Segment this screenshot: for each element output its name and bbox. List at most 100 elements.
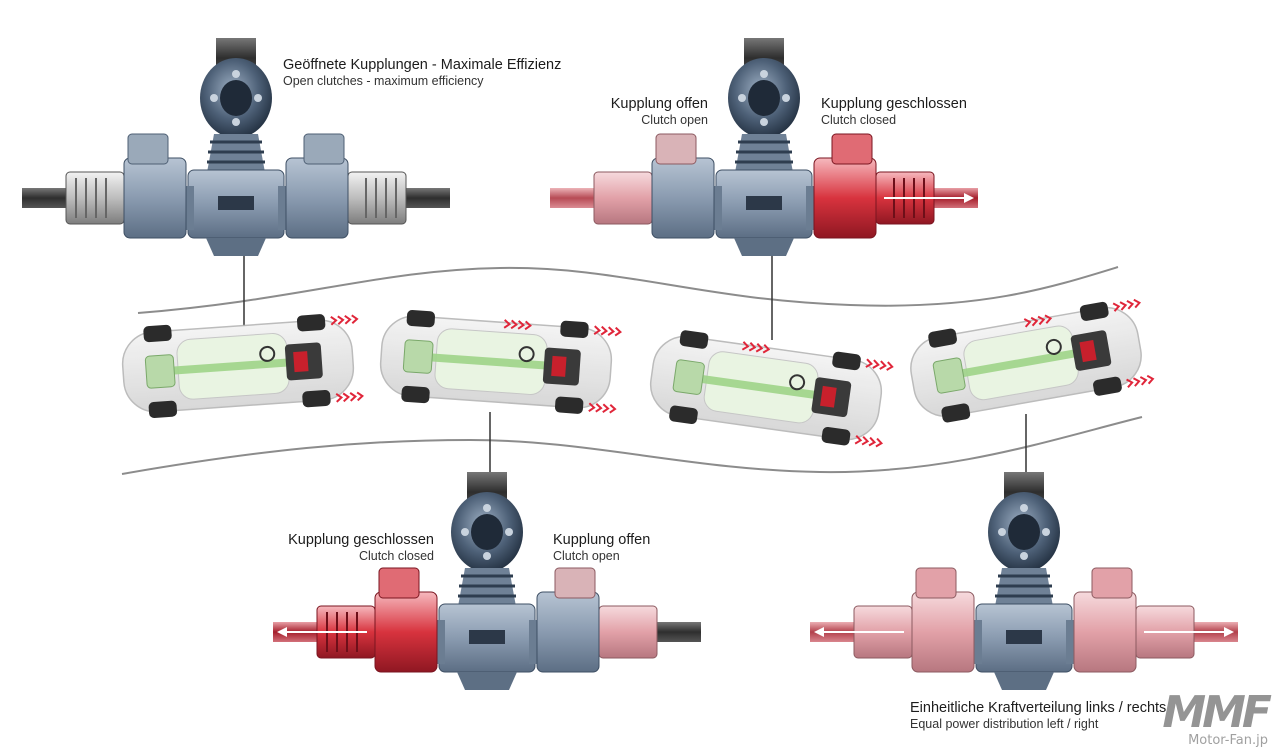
torque-chevron [1126, 378, 1134, 388]
torque-chevron [609, 403, 617, 414]
car-steering-wheel [518, 346, 535, 363]
torque-chevron [872, 359, 880, 369]
torque-chevron [517, 320, 525, 330]
label-bm-clutch-closed-en: Clutch closed [358, 548, 434, 563]
car-driveshaft [415, 352, 567, 371]
car-2 [379, 310, 622, 414]
torque-chevron [1139, 376, 1148, 386]
watermark: MMF Motor-Fan.jp [1162, 687, 1272, 749]
car-1 [121, 314, 364, 418]
label-tr-clutch-open-en: Clutch open [641, 112, 708, 127]
right-clutch-open [536, 567, 658, 673]
torque-chevron [588, 402, 596, 413]
car-driveshaft [686, 372, 836, 402]
car-wheel [148, 400, 178, 418]
label-tr-clutch-open: Kupplung offen Clutch open [611, 96, 708, 127]
car-wheel [928, 328, 957, 348]
label-bm-clutch-open-en: Clutch open [553, 548, 620, 563]
torque-chevron [607, 326, 616, 336]
torque-chevron [868, 436, 877, 447]
torque-chevron [503, 319, 512, 329]
torque-chevron [1030, 316, 1039, 327]
label-bm-clutch-closed-de: Kupplung geschlossen [288, 532, 434, 548]
torque-chevron [510, 319, 518, 330]
torque-chevron [335, 393, 344, 403]
torque-chevron [1037, 315, 1046, 326]
watermark-logo: MMF [1162, 687, 1272, 738]
torque-chevron [342, 392, 351, 403]
connector-lines [243, 250, 1027, 480]
left-clutch-open [65, 133, 187, 239]
car-wheel [821, 426, 851, 446]
torque-chevron [602, 403, 610, 414]
cars-layer [121, 298, 1155, 448]
car-driveshaft [157, 357, 309, 376]
road [121, 266, 1143, 475]
torque-chevron [1112, 302, 1121, 312]
car-rear-diff [402, 339, 434, 374]
car-wheel [560, 320, 589, 339]
torque-chevron [330, 315, 338, 326]
car-wheel [401, 385, 430, 404]
car-3 [649, 330, 894, 448]
differential-top-left [22, 36, 450, 258]
torque-chevron [614, 326, 622, 337]
torque-chevron [344, 314, 352, 325]
car-steering-wheel [1045, 338, 1062, 355]
torque-chevron [595, 403, 603, 413]
right-clutch-open [285, 133, 407, 239]
car-wheel [1093, 376, 1122, 396]
torque-chevron [875, 437, 884, 448]
car-wheel [832, 351, 861, 371]
car-engine-accent [551, 355, 567, 377]
torque-chevron [1023, 318, 1032, 328]
torque-chevron [1146, 374, 1155, 385]
torque-chevron [762, 344, 771, 354]
car-wheel [669, 405, 698, 424]
torque-chevron [593, 325, 602, 335]
differential-top-right [550, 36, 978, 258]
torque-chevron [1132, 377, 1141, 387]
torque-chevron [865, 358, 873, 368]
car-wheel [554, 396, 584, 414]
torque-chevron [1044, 314, 1053, 324]
car-rear-diff [932, 357, 966, 394]
label-bm-clutch-closed: Kupplung geschlossen Clutch closed [288, 532, 434, 563]
label-bm-clutch-open-de: Kupplung offen [553, 532, 651, 548]
torque-chevron [886, 361, 894, 371]
car-wheel [302, 389, 331, 408]
torque-chevron [854, 434, 863, 445]
car-wheel [1079, 301, 1109, 321]
torque-chevron [351, 314, 359, 325]
torque-chevron [600, 325, 609, 336]
car-steering-wheel [259, 345, 276, 362]
car-engine-accent [293, 351, 309, 373]
differential-bottom-right [810, 470, 1238, 692]
torque-chevron [1119, 301, 1128, 311]
car-steering-wheel [789, 374, 806, 391]
torque-chevron [748, 342, 757, 352]
left-clutch-engaged [814, 567, 975, 673]
car-rear-diff [672, 359, 705, 395]
car-engine-accent [1079, 339, 1097, 363]
left-clutch-closed [277, 567, 438, 673]
car-4 [910, 298, 1155, 423]
car-wheel [406, 310, 436, 328]
car-wheel [941, 403, 971, 423]
torque-chevron [755, 343, 764, 353]
label-open-clutches-en: Open clutches - maximum efficiency [283, 73, 484, 88]
car-wheel [296, 314, 326, 332]
label-tr-clutch-closed-en: Clutch closed [821, 112, 897, 127]
left-clutch-open [593, 133, 715, 239]
car-engine-accent [820, 385, 837, 408]
label-equal-distribution-en: Equal power distribution left / right [910, 716, 1099, 731]
watermark-site: Motor-Fan.jp [1188, 733, 1268, 748]
differential-bottom-middle [273, 470, 701, 692]
torque-chevron [524, 320, 532, 331]
label-equal-distribution: Einheitliche Kraftverteilung links / rec… [910, 700, 1166, 731]
label-open-clutches-de: Geöffnete Kupplungen - Maximale Effizien… [283, 57, 562, 73]
car-wheel [679, 330, 709, 349]
torque-chevron [356, 391, 364, 402]
car-rear-diff [144, 354, 176, 389]
